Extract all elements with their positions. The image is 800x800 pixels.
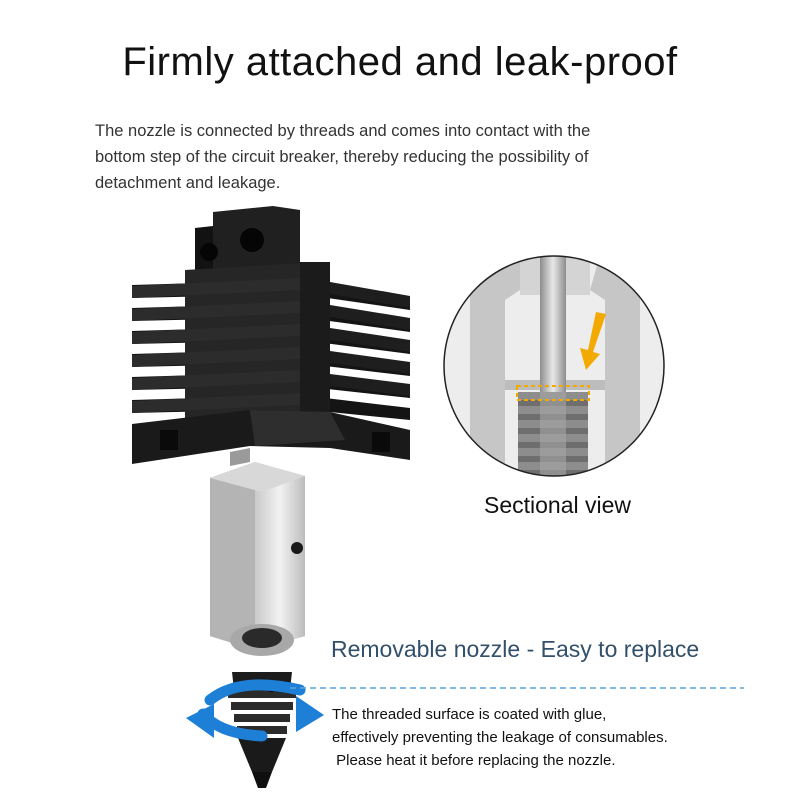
rotation-arrow-icon [186,679,324,742]
intro-line: bottom step of the circuit breaker, ther… [95,148,589,166]
note-line: Please heat it before replacing the nozz… [332,752,616,769]
sectional-view-label: Sectional view [484,492,632,518]
intro-line: The nozzle is connected by threads and c… [95,122,591,140]
intro-paragraph: The nozzle is connected by threads and c… [95,118,695,196]
sectional-view-image [443,255,665,477]
note-line: effectively preventing the leakage of co… [332,729,668,746]
note-line: The threaded surface is coated with glue… [332,706,607,723]
page-title: Firmly attached and leak-proof [122,40,678,84]
glue-note: The threaded surface is coated with glue… [332,703,668,772]
heatsink-image [132,206,410,464]
intro-line: detachment and leakage. [95,174,281,192]
heater-block-image [210,448,305,656]
removable-nozzle-heading: Removable nozzle - Easy to replace [331,636,700,662]
